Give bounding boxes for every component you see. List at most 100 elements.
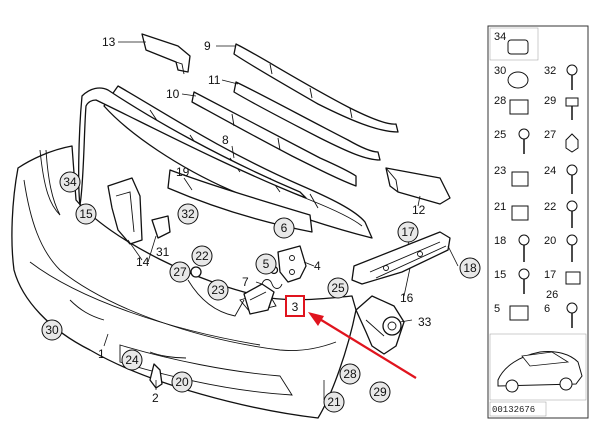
bumper-cover (11, 145, 357, 419)
callout-24: 24 (121, 349, 143, 371)
svg-text:22: 22 (195, 249, 209, 263)
svg-text:30: 30 (494, 65, 506, 77)
svg-text:34: 34 (494, 31, 506, 43)
clip-23-icon (511, 171, 529, 187)
svg-text:27: 27 (544, 129, 556, 141)
callout-6: 6 (273, 217, 295, 239)
highlight-label: 3 (292, 300, 299, 314)
label-16: 16 (400, 291, 414, 305)
screw-24-icon (566, 164, 578, 194)
callout-22: 22 (191, 245, 213, 267)
seal-strip (78, 87, 307, 206)
bolt-29-icon (565, 97, 579, 120)
svg-text:29: 29 (373, 385, 387, 399)
callout-25: 25 (327, 277, 349, 299)
trim-strip-9 (233, 43, 399, 133)
clip-21-icon (511, 205, 529, 221)
label-4: 4 (314, 259, 321, 273)
svg-text:26: 26 (546, 289, 558, 301)
screw-32-icon (566, 64, 578, 90)
callouts-plain: 13 9 11 10 8 19 12 4 7 31 14 16 33 1 2 (98, 35, 432, 405)
label-11: 11 (208, 73, 221, 87)
svg-text:27: 27 (173, 265, 187, 279)
callout-34: 34 (59, 171, 81, 193)
clip-28-icon (509, 99, 529, 115)
svg-text:5: 5 (494, 303, 500, 315)
callout-5: 5 (255, 253, 277, 275)
label-31: 31 (156, 245, 170, 259)
callout-18: 18 (459, 257, 481, 279)
svg-text:18: 18 (494, 235, 506, 247)
svg-text:6: 6 (544, 303, 550, 315)
screw-25-icon (518, 128, 530, 154)
svg-text:21: 21 (494, 201, 506, 213)
callout-15: 15 (75, 203, 97, 225)
label-2: 2 (152, 391, 159, 405)
label-13: 13 (102, 35, 116, 49)
screw-18-icon (518, 234, 530, 262)
svg-text:21: 21 (327, 395, 341, 409)
callout-20: 20 (171, 371, 193, 393)
svg-text:20: 20 (544, 235, 556, 247)
spring-7 (261, 279, 283, 289)
svg-text:17: 17 (401, 225, 415, 239)
label-9: 9 (204, 39, 211, 53)
label-12: 12 (412, 203, 426, 217)
screw-6-icon (566, 302, 578, 328)
svg-text:34: 34 (63, 175, 77, 189)
nut-27-icon (565, 133, 579, 153)
bracket-13 (141, 33, 191, 75)
svg-text:30: 30 (45, 323, 59, 337)
svg-text:28: 28 (343, 367, 357, 381)
label-33: 33 (418, 315, 432, 329)
callout-28: 28 (339, 363, 361, 385)
label-8: 8 (222, 133, 229, 147)
trim-strip-10 (191, 91, 357, 187)
grommet-34-icon (507, 39, 529, 55)
bracket-31 (151, 215, 171, 239)
callout-21: 21 (323, 391, 345, 413)
screw-15-icon (518, 268, 530, 294)
svg-text:23: 23 (494, 165, 506, 177)
svg-text:23: 23 (211, 283, 225, 297)
svg-text:6: 6 (281, 221, 288, 235)
svg-text:15: 15 (494, 269, 506, 281)
clip-17-icon (565, 271, 581, 285)
svg-text:24: 24 (125, 353, 139, 367)
svg-text:20: 20 (175, 375, 189, 389)
label-14: 14 (136, 255, 150, 269)
bracket-33 (355, 295, 405, 355)
trim-strip-11 (233, 81, 381, 161)
guide-16 (351, 231, 451, 285)
callout-23: 23 (207, 279, 229, 301)
fastener-panel: 34 30 32 28 29 25 27 23 24 21 22 18 20 1… (487, 25, 589, 419)
svg-text:29: 29 (544, 95, 556, 107)
vehicle-icon (489, 333, 587, 401)
callouts-circled: 34 15 32 6 22 27 23 5 17 18 25 30 24 20 … (41, 171, 481, 413)
nut-5-icon (509, 305, 529, 321)
callout-30: 30 (41, 319, 63, 341)
catalog-number: 00132676 (492, 405, 535, 415)
svg-text:5: 5 (263, 257, 270, 271)
label-7: 7 (242, 275, 249, 289)
bracket-12 (385, 167, 451, 205)
impact-absorber (167, 169, 313, 233)
svg-text:18: 18 (463, 261, 477, 275)
leader-lines (103, 41, 459, 400)
callout-27: 27 (169, 261, 191, 283)
svg-text:32: 32 (544, 65, 556, 77)
svg-text:17: 17 (544, 269, 556, 281)
svg-text:22: 22 (544, 201, 556, 213)
tow-hook-cover (243, 283, 275, 315)
callout-29: 29 (369, 381, 391, 403)
svg-text:32: 32 (181, 207, 195, 221)
bracket-14 (107, 177, 143, 245)
svg-text:25: 25 (494, 129, 506, 141)
hook-2 (149, 363, 163, 389)
highlight-part-3: 3 (285, 295, 417, 379)
svg-text:25: 25 (331, 281, 345, 295)
callout-32: 32 (177, 203, 199, 225)
svg-text:28: 28 (494, 95, 506, 107)
